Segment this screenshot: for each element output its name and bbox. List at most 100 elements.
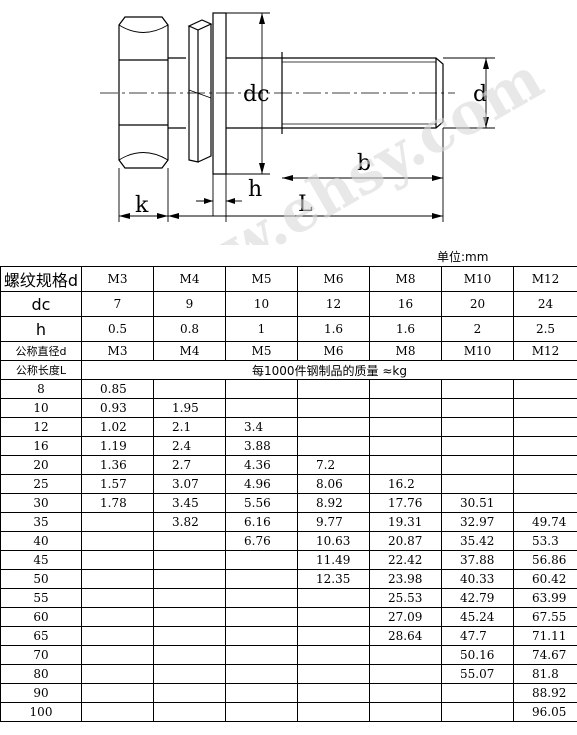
spec-cell: 20	[441, 291, 514, 317]
length-cell: 8	[0, 379, 82, 399]
spec-cell: 0.8	[153, 316, 226, 342]
length-cell: 10	[0, 398, 82, 418]
length-cell: 70	[0, 645, 82, 665]
mass-value-cell: 30.51	[441, 493, 514, 513]
mass-value-cell: 50.16	[441, 645, 514, 665]
mass-value-cell	[81, 569, 154, 589]
mass-value-cell: 5.56	[225, 493, 298, 513]
mass-value-cell: 37.88	[441, 550, 514, 570]
mass-value-cell: 49.74	[513, 512, 577, 532]
mass-value-cell	[297, 417, 370, 437]
mass-value-cell: 28.64	[369, 626, 442, 646]
mass-value-cell	[153, 569, 226, 589]
mass-value-cell: 23.98	[369, 569, 442, 589]
mass-value-cell	[297, 683, 370, 703]
mass-value-cell: 9.77	[297, 512, 370, 532]
length-cell: 35	[0, 512, 82, 532]
mass-value-cell	[225, 588, 298, 608]
mass-value-cell: 1.95	[153, 398, 226, 418]
length-cell: 50	[0, 569, 82, 589]
mass-value-cell	[297, 436, 370, 456]
spec-cell: 16	[369, 291, 442, 317]
length-cell: 30	[0, 493, 82, 513]
spec-cell: 1	[225, 316, 298, 342]
mass-value-cell: 71.11	[513, 626, 577, 646]
mass-value-cell	[297, 664, 370, 684]
mass-value-cell	[513, 379, 577, 399]
mass-value-cell: 60.42	[513, 569, 577, 589]
mass-value-cell: 2.4	[153, 436, 226, 456]
spec-cell: 10	[225, 291, 298, 317]
dim-label-d: d	[473, 82, 487, 107]
mass-value-cell	[297, 702, 370, 722]
mass-value-cell: 3.82	[153, 512, 226, 532]
mass-value-cell	[297, 379, 370, 399]
mass-value-cell: 40.33	[441, 569, 514, 589]
hex-head	[118, 16, 169, 169]
nominal-length-label: 公称长度L	[0, 360, 82, 380]
mass-value-cell	[81, 550, 154, 570]
mass-value-cell	[225, 702, 298, 722]
mass-value-cell	[369, 664, 442, 684]
mass-value-cell: 4.96	[225, 474, 298, 494]
mass-value-cell	[225, 664, 298, 684]
length-cell: 90	[0, 683, 82, 703]
length-cell: 40	[0, 531, 82, 551]
dim-label-h: h	[248, 177, 262, 202]
mass-value-cell	[441, 702, 514, 722]
size-header-cell: M3	[81, 341, 154, 361]
mass-value-cell: 3.88	[225, 436, 298, 456]
mass-value-cell	[153, 379, 226, 399]
size-header-cell: M4	[153, 341, 226, 361]
spec-cell: M8	[369, 266, 442, 292]
mass-value-cell	[369, 683, 442, 703]
spec-cell: M5	[225, 266, 298, 292]
mass-value-cell: 32.97	[441, 512, 514, 532]
mass-value-cell: 56.86	[513, 550, 577, 570]
mass-value-cell	[369, 379, 442, 399]
bolt-shank	[226, 52, 444, 134]
size-header-cell: M5	[225, 341, 298, 361]
length-cell: 45	[0, 550, 82, 570]
spec-cell: 9	[153, 291, 226, 317]
mass-value-cell	[441, 683, 514, 703]
mass-value-cell: 20.87	[369, 531, 442, 551]
length-cell: 16	[0, 436, 82, 456]
mass-value-cell	[81, 683, 154, 703]
mass-value-cell: 10.63	[297, 531, 370, 551]
mass-value-cell: 1.78	[81, 493, 154, 513]
mass-value-cell	[153, 531, 226, 551]
dim-label-L: L	[298, 192, 313, 217]
mass-value-cell	[441, 474, 514, 494]
mass-value-cell: 67.55	[513, 607, 577, 627]
mass-value-cell: 25.53	[369, 588, 442, 608]
mass-value-cell: 47.7	[441, 626, 514, 646]
mass-value-cell: 1.19	[81, 436, 154, 456]
mass-value-cell	[369, 455, 442, 475]
mass-value-cell	[369, 645, 442, 665]
length-cell: 25	[0, 474, 82, 494]
dim-label-b: b	[357, 151, 371, 176]
spec-cell: 7	[81, 291, 154, 317]
mass-value-cell	[297, 626, 370, 646]
size-header-cell: M10	[441, 341, 514, 361]
unit-label: 单位:mm	[437, 250, 489, 264]
mass-value-cell: 96.05	[513, 702, 577, 722]
mass-value-cell	[225, 550, 298, 570]
mass-value-cell: 63.99	[513, 588, 577, 608]
length-cell: 100	[0, 702, 82, 722]
mass-value-cell	[81, 626, 154, 646]
mass-value-cell	[225, 683, 298, 703]
